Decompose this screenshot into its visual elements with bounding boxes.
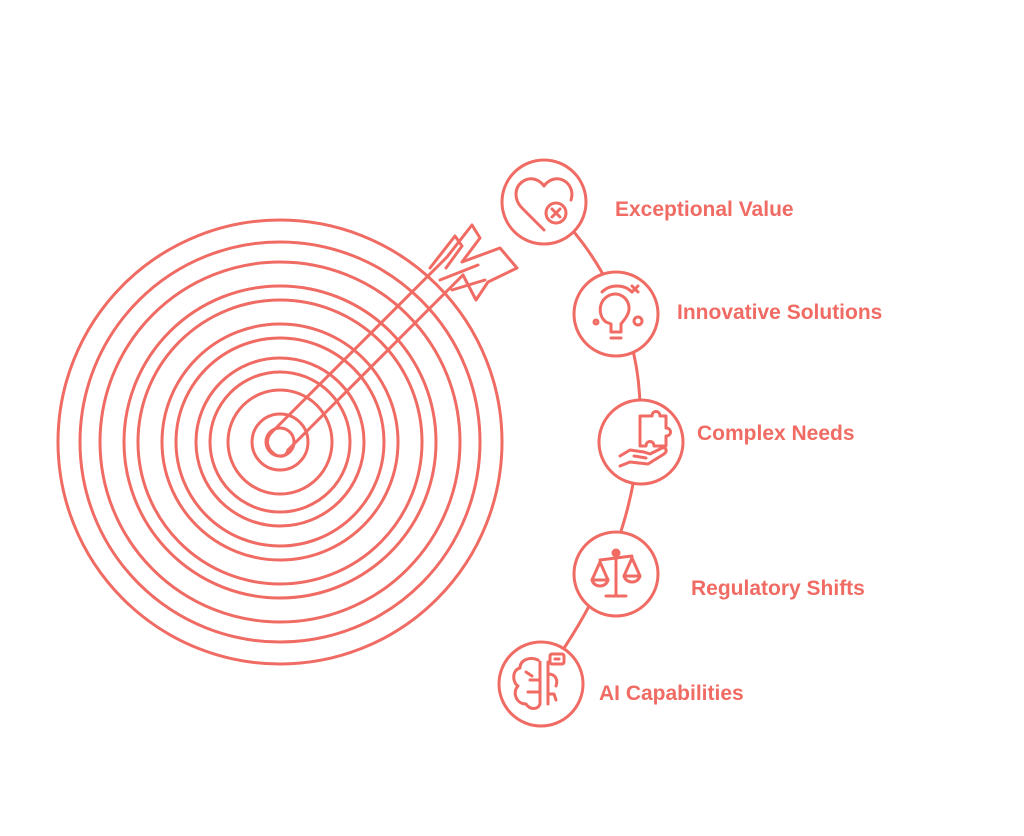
bullseye-icon — [56, 218, 504, 666]
arrow-icon — [266, 223, 519, 458]
label-regulatory-shifts: Regulatory Shifts — [691, 577, 865, 600]
label-exceptional-value: Exceptional Value — [615, 198, 794, 221]
heart-x-icon — [500, 158, 588, 246]
lightbulb-idea-icon — [572, 270, 660, 358]
ai-brain-icon — [497, 640, 585, 728]
balance-scale-icon — [572, 530, 660, 618]
label-ai-capabilities: AI Capabilities — [599, 682, 744, 705]
hand-puzzle-icon — [597, 398, 685, 486]
label-innovative-solutions: Innovative Solutions — [677, 301, 883, 324]
label-complex-needs: Complex Needs — [697, 422, 855, 445]
